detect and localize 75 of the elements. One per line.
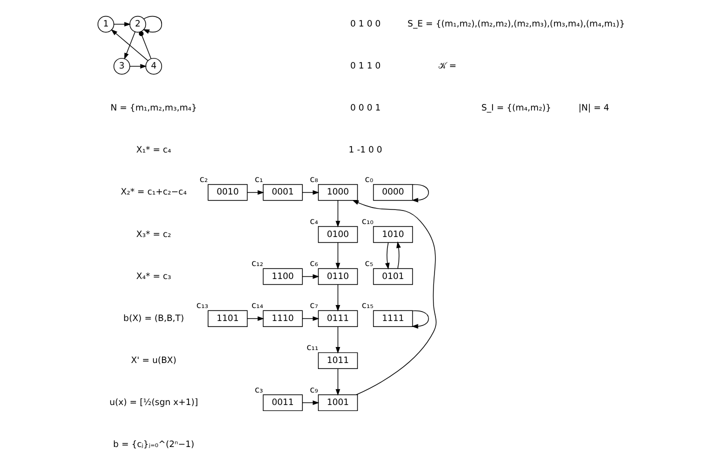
node-circle: 4: [144, 58, 162, 75]
arrow: [396, 241, 400, 269]
label: 1 -1 0 0: [348, 146, 382, 156]
node-circle: 2: [128, 16, 146, 33]
node-label: c₁₃: [196, 301, 208, 312]
label: X₃* = c₂: [136, 230, 171, 240]
label: b = {cⱼ}ⱼ₌₀^(2ⁿ−1): [112, 440, 194, 450]
label: X₁* = c₄: [136, 146, 171, 156]
node-label: c₆: [309, 259, 318, 270]
label: 0 0 0 1: [350, 104, 380, 114]
node-label: c₁₁: [306, 343, 318, 354]
node-box: 1010: [372, 226, 412, 243]
node-label: c₁₄: [251, 301, 263, 312]
node-label: c₁: [254, 175, 262, 186]
label: 0 1 0 0: [350, 19, 380, 30]
node-circle: 3: [112, 58, 130, 75]
node-label: c₁₅: [361, 301, 373, 312]
arrow: [384, 242, 390, 270]
arrow: [110, 29, 148, 61]
arrow: [411, 310, 428, 329]
node-box: 1111: [372, 310, 412, 327]
node-box: 0011: [262, 394, 302, 412]
node-box: 1011: [317, 352, 358, 369]
node-box: 0000: [372, 184, 412, 201]
label: 𝒦 =: [438, 62, 456, 72]
node-box: 0111: [317, 310, 358, 327]
node-box: 0101: [372, 268, 412, 285]
node-label: c₃: [254, 385, 262, 396]
node-box: 1001: [317, 394, 358, 412]
node-label: c₅: [364, 259, 373, 270]
node-box: 1101: [207, 310, 248, 327]
node-label: c₂: [199, 175, 208, 186]
arrow: [335, 242, 340, 270]
node-label: c₀: [364, 175, 373, 186]
label: S_I = {(m₄,m₂)}: [480, 104, 551, 114]
arrow: [246, 190, 264, 195]
label: X₂* = c₁+c₂−c₄: [120, 188, 186, 198]
label: X' = u(BX): [130, 356, 176, 366]
node-label: c₁₂: [251, 259, 263, 270]
arrow: [302, 274, 319, 279]
arrow: [335, 326, 340, 354]
arrow: [128, 64, 146, 69]
node-label: c₄: [309, 217, 318, 228]
node-box: 0100: [317, 226, 358, 243]
arrow: [142, 16, 162, 34]
node-label: c₇: [309, 301, 318, 312]
label: X₄* = c₃: [136, 272, 171, 282]
arrow: [411, 184, 428, 202]
node-label: c₈: [309, 175, 318, 186]
node-circle: 1: [97, 16, 114, 33]
node-box: 0110: [317, 268, 358, 285]
arrow: [352, 200, 436, 396]
label: N = {m₁,m₂,m₃,m₄}: [110, 104, 196, 114]
arrow: [335, 284, 340, 312]
label: u(x) = [½(sgn x+1)]: [108, 398, 198, 408]
connector: [138, 31, 151, 59]
node-box: 1000: [317, 184, 358, 201]
arrow: [335, 200, 340, 228]
node-box: 0001: [262, 184, 302, 201]
arrow: [302, 190, 319, 195]
node-box: 1100: [262, 268, 302, 285]
node-label: c₉: [309, 385, 318, 396]
label: |N| = 4: [578, 104, 609, 114]
arrow: [246, 316, 264, 321]
label: S_E = {(m₁,m₂),(m₂,m₂),(m₂,m₃),(m₃,m₄),(m₄,m₁)}: [407, 19, 624, 30]
arrow: [335, 368, 340, 396]
label: b(X) = (B,B,T): [122, 314, 184, 324]
node-label: c₁₀: [361, 217, 373, 228]
arrow: [112, 22, 130, 27]
label: 0 1 1 0: [350, 62, 380, 72]
node-box: 0010: [207, 184, 248, 201]
arrow: [124, 31, 135, 60]
arrow: [302, 400, 319, 405]
node-box: 1110: [262, 310, 302, 327]
arrow: [302, 316, 319, 321]
